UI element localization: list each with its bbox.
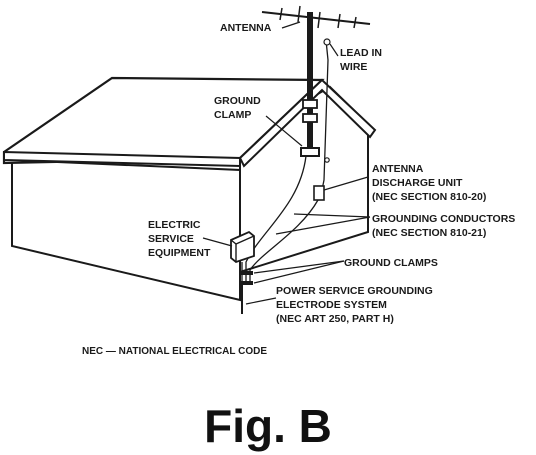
label-grounding-conductors: GROUNDING CONDUCTORS (NEC SECTION 810-21… [372,213,518,239]
mast-ground-clamp [300,147,320,157]
antenna-discharge-unit [313,185,325,201]
figure-caption: Fig. B [204,400,332,452]
house-side-wall [11,158,241,302]
antenna [261,5,371,157]
lead-in-wire [321,38,331,191]
gable-roof-edge [238,78,377,168]
ground-clamps [241,271,253,285]
label-lead-in-wire: LEAD IN WIRE [340,47,385,73]
label-ground-clamp: GROUND CLAMP [214,95,264,121]
label-electric-service-equipment: ELECTRIC SERVICE EQUIPMENT [148,219,211,259]
label-antenna-discharge-unit: ANTENNA DISCHARGE UNIT (NEC SECTION 810-… [372,163,486,203]
label-ground-clamps: GROUND CLAMPS [344,257,438,269]
label-power-service-grounding: POWER SERVICE GROUNDING ELECTRODE SYSTEM… [276,285,436,325]
label-antenna: ANTENNA [220,22,272,34]
nec-footnote: NEC — NATIONAL ELECTRICAL CODE [82,346,267,357]
leader-lines [202,21,371,305]
roof-eave [3,150,241,168]
